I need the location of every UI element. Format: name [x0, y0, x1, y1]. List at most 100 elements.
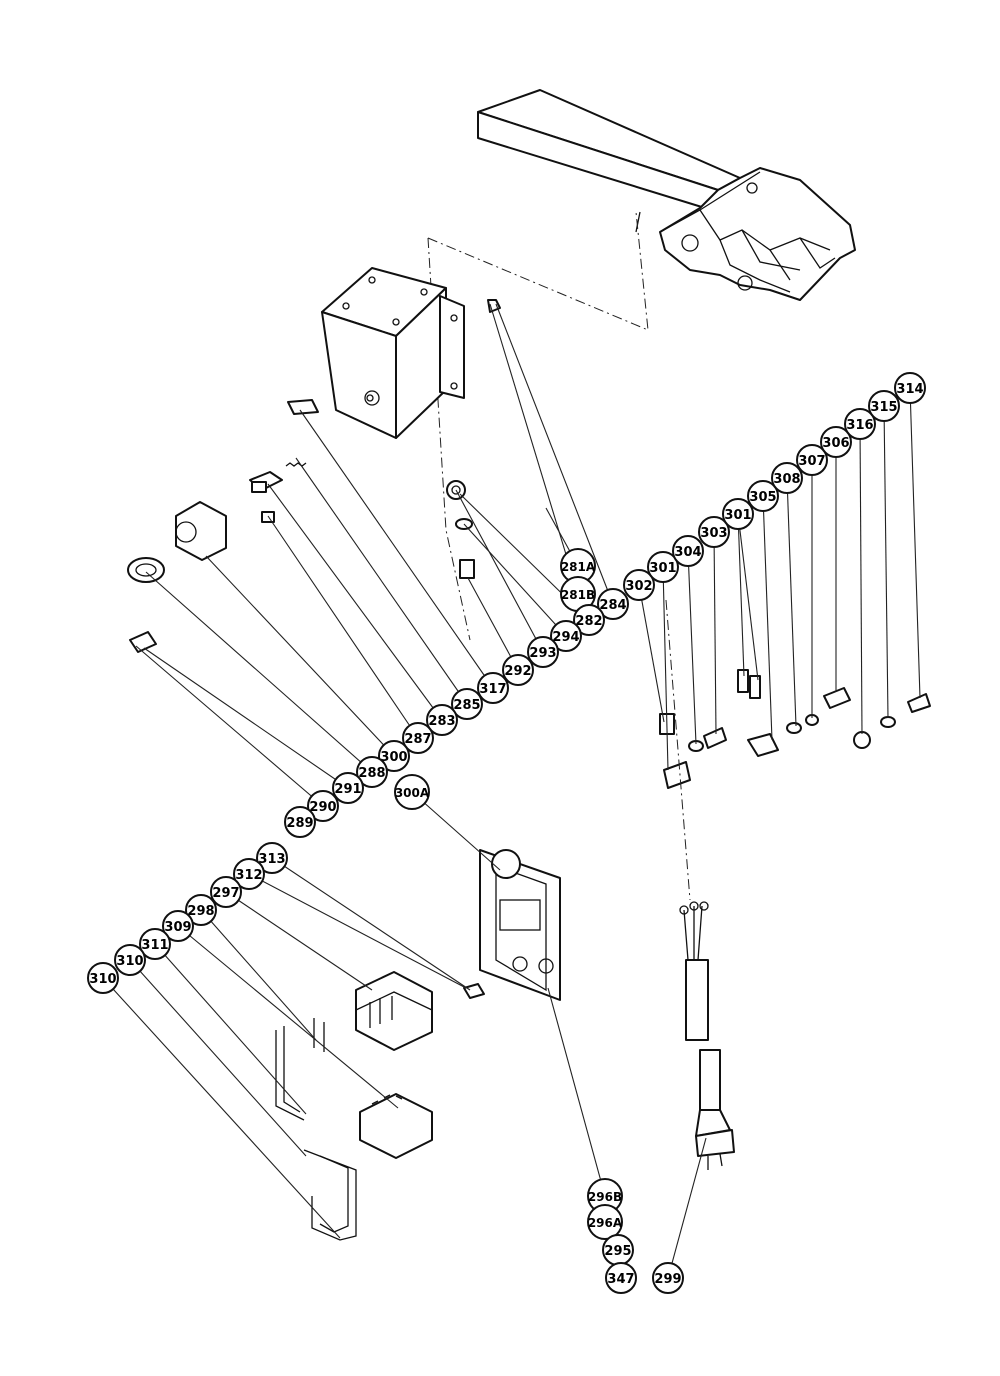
callout-309: 309: [162, 910, 194, 942]
callout-281A: 281A: [560, 548, 596, 584]
callout-285: 285: [451, 688, 483, 720]
leader-line-313: [271, 857, 471, 991]
leader-line-287: [267, 515, 419, 739]
leader-line-281B: [489, 303, 579, 595]
callout-circle: [477, 672, 509, 704]
callout-label: 312: [235, 868, 262, 883]
callout-circle: [623, 569, 655, 601]
leader-line-300: [205, 555, 395, 757]
callout-306: 306: [820, 426, 852, 458]
callout-label: 296B: [588, 1190, 622, 1204]
callout-circle: [527, 636, 559, 668]
leader-line-311: [154, 943, 307, 1115]
leader-line-312: [248, 873, 467, 989]
leader-line-314: [909, 387, 921, 699]
callout-circle: [394, 774, 430, 810]
callout-303: 303: [698, 516, 730, 548]
callout-301b: 301: [722, 498, 754, 530]
callout-label: 289: [286, 816, 313, 831]
callout-287: 287: [402, 722, 434, 754]
leader-line-310b: [129, 959, 307, 1157]
callout-circle: [796, 444, 828, 476]
callout-circle: [332, 772, 364, 804]
callout-label: 301: [724, 508, 751, 523]
callout-284: 284: [597, 588, 629, 620]
callout-289: 289: [284, 806, 316, 838]
callout-308: 308: [771, 462, 803, 494]
callout-circle: [87, 962, 119, 994]
leader-line-294: [463, 523, 567, 637]
leader-line-288: [145, 571, 373, 773]
screw-part: [463, 983, 485, 999]
callout-label: 307: [798, 454, 825, 469]
callout-label: 292: [504, 664, 531, 679]
callout-label: 310: [89, 972, 116, 987]
leader-line-284: [495, 303, 614, 605]
callout-circle: [114, 944, 146, 976]
callout-circle: [139, 928, 171, 960]
callout-circle: [868, 390, 900, 422]
callout-label: 347: [607, 1272, 634, 1287]
callout-label: 290: [309, 800, 336, 815]
callout-311: 311: [139, 928, 171, 960]
callout-290: 290: [307, 790, 339, 822]
callout-label: 281B: [561, 588, 595, 602]
callout-282: 282: [573, 604, 605, 636]
callout-circle: [747, 480, 779, 512]
callout-circle: [162, 910, 194, 942]
callout-297: 297: [210, 876, 242, 908]
callout-310a: 310: [87, 962, 119, 994]
callout-circle: [894, 372, 926, 404]
callout-label: 308: [773, 472, 800, 487]
leader-lines: [102, 303, 921, 1279]
callout-label: 311: [141, 938, 168, 953]
arm-housing: [477, 89, 856, 301]
callout-circle: [844, 408, 876, 440]
leader-line-302: [638, 584, 665, 723]
callout-298: 298: [185, 894, 217, 926]
callout-292: 292: [502, 654, 534, 686]
callout-317: 317: [477, 672, 509, 704]
terminal-block: [359, 1093, 433, 1159]
callout-label: 287: [404, 732, 431, 747]
leader-line-317: [299, 409, 494, 689]
callout-label: 281A: [561, 560, 596, 574]
callout-label: 298: [187, 904, 214, 919]
callout-circle: [402, 722, 434, 754]
callout-label: 283: [428, 714, 455, 729]
contactor-relay: [355, 971, 433, 1051]
callout-circle: [550, 620, 582, 652]
callout-label: 317: [479, 682, 506, 697]
leader-line-301a: [662, 566, 669, 771]
small-plate: [287, 399, 319, 415]
callout-circle: [426, 704, 458, 736]
callout-294: 294: [550, 620, 582, 652]
leader-line-303: [713, 531, 717, 735]
callout-307: 307: [796, 444, 828, 476]
callout-circle: [356, 756, 388, 788]
callout-299: 299: [652, 1262, 684, 1294]
leader-line-316: [859, 423, 863, 735]
transformer-box: [321, 267, 465, 439]
callout-300A: 300A: [394, 774, 430, 810]
leader-line-285: [295, 457, 468, 705]
callout-300: 300: [378, 740, 410, 772]
callout-347: 347: [605, 1262, 637, 1294]
mounting-plate: [479, 849, 561, 1001]
leader-line-298: [200, 909, 317, 1041]
leader-line-283: [267, 483, 443, 721]
callout-label: 300: [380, 750, 407, 765]
leader-line-296B: [547, 987, 606, 1197]
wire-jumpers: [275, 1018, 357, 1241]
callout-circle: [210, 876, 242, 908]
projection-line: [427, 237, 471, 641]
callout-295: 295: [602, 1234, 634, 1266]
leader-line-315: [883, 405, 889, 719]
leader-line-292: [467, 577, 519, 671]
callout-label: 300A: [395, 786, 430, 800]
callout-circle: [307, 790, 339, 822]
callout-circle: [672, 535, 704, 567]
leader-line-300A: [411, 791, 501, 871]
callout-312: 312: [233, 858, 265, 890]
